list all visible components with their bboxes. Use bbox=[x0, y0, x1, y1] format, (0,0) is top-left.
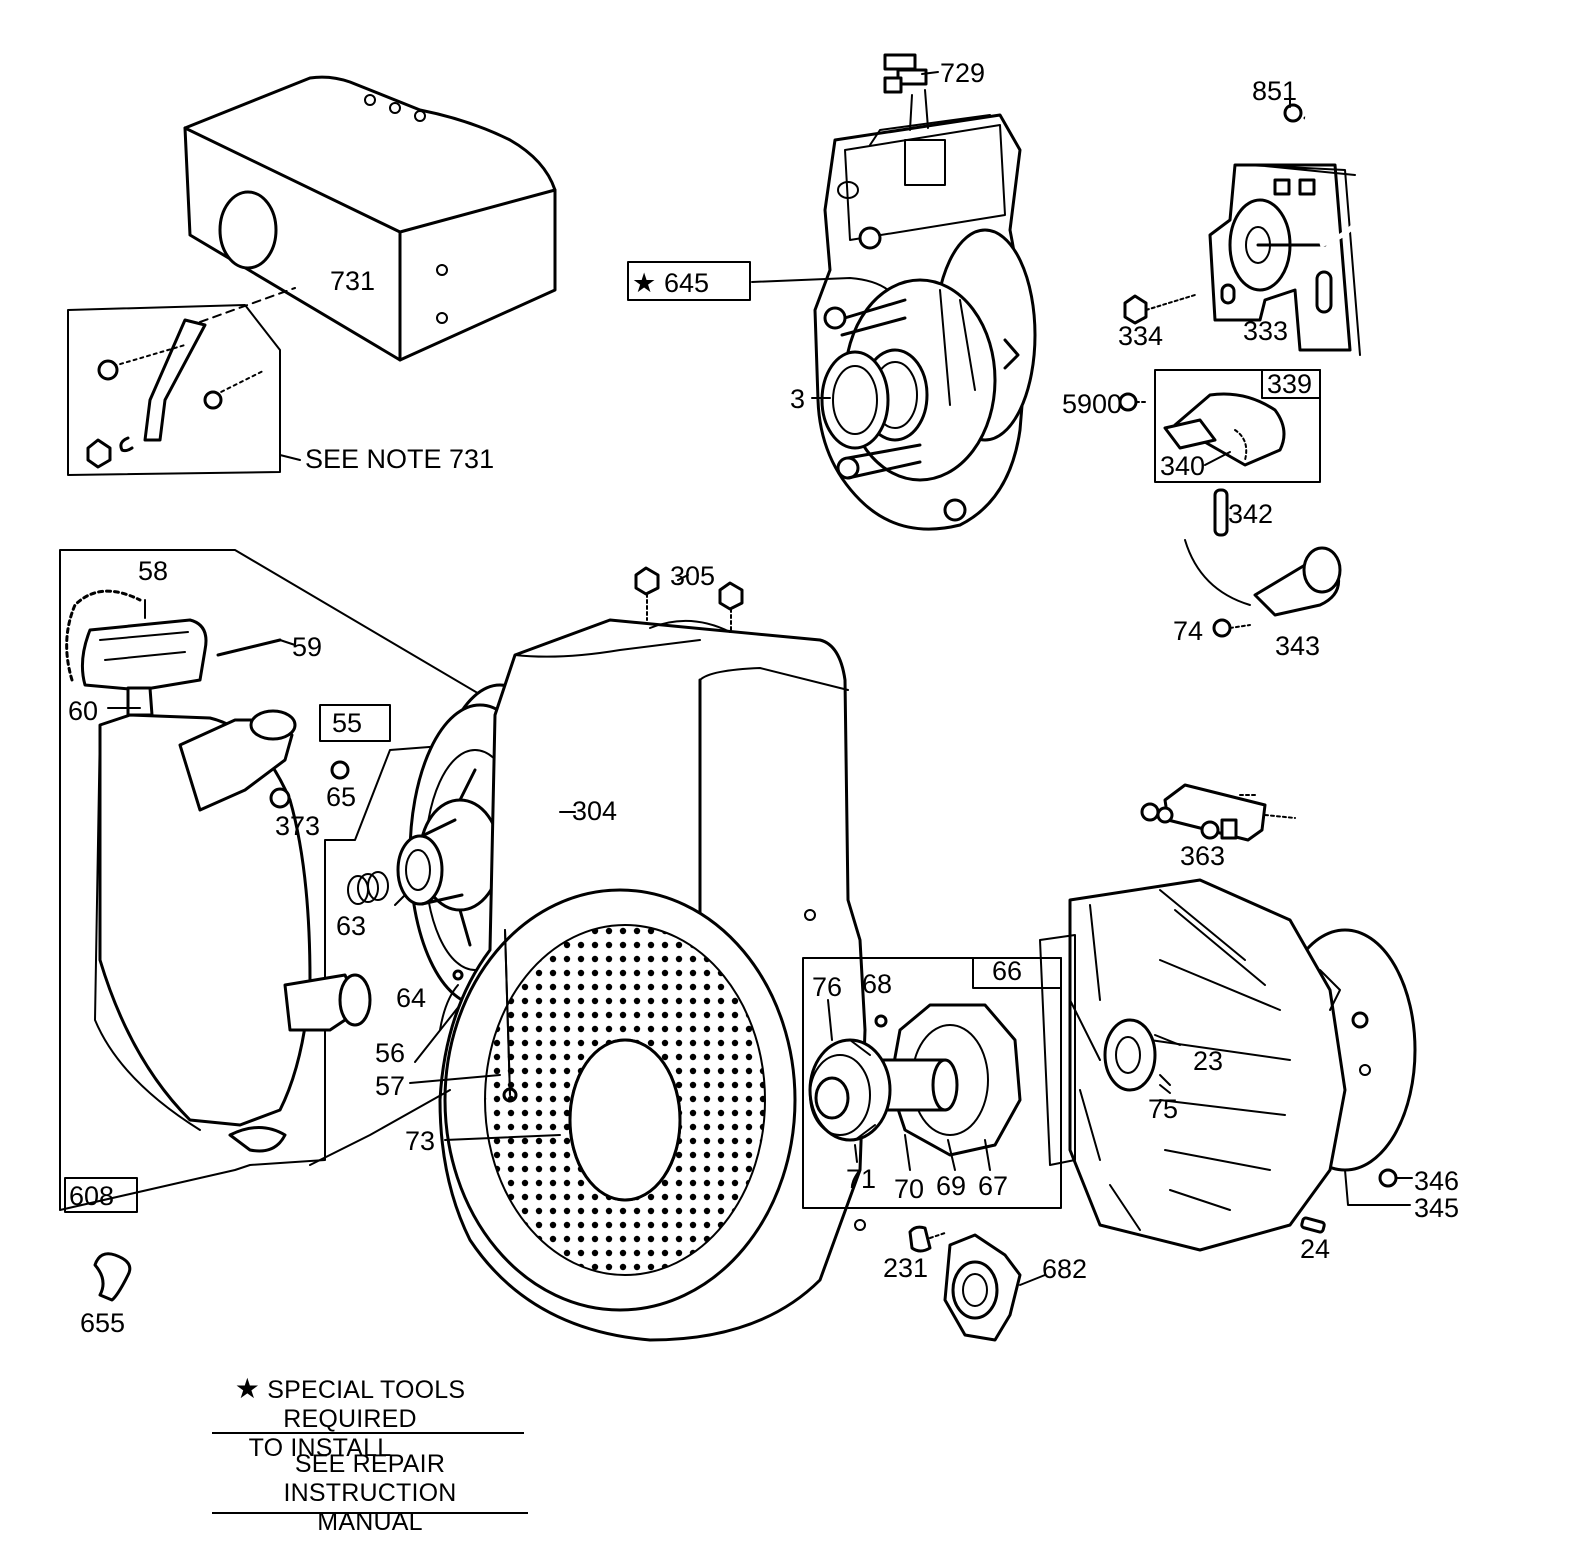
repair-manual-note: SEE REPAIR INSTRUCTION MANUAL bbox=[205, 1450, 535, 1537]
label-58: 58 bbox=[138, 556, 168, 586]
label-65: 65 bbox=[326, 782, 356, 812]
label-729: 729 bbox=[940, 58, 985, 88]
leader-645 bbox=[751, 277, 889, 291]
part-63-spring bbox=[347, 871, 389, 905]
label-see-note-731: SEE NOTE 731 bbox=[305, 444, 494, 474]
label-373: 373 bbox=[275, 811, 320, 841]
part-339-box bbox=[1118, 369, 1321, 483]
label-57: 57 bbox=[375, 1071, 405, 1101]
label-5900: 5900 bbox=[1062, 389, 1122, 419]
part-flywheel bbox=[1039, 878, 1417, 1252]
label-24: 24 bbox=[1300, 1234, 1330, 1264]
label-304: 304 bbox=[572, 796, 617, 826]
star-icon: ★ bbox=[234, 1373, 261, 1404]
label-655: 655 bbox=[80, 1308, 125, 1338]
label-73: 73 bbox=[405, 1126, 435, 1156]
label-682: 682 bbox=[1042, 1254, 1087, 1284]
label-339: 339 bbox=[1267, 369, 1312, 399]
label-55: 55 bbox=[332, 708, 362, 738]
part-66-clutch-box bbox=[802, 957, 1062, 1209]
label-59: 59 bbox=[292, 632, 322, 662]
part-682-plate bbox=[943, 1233, 1046, 1342]
label-56: 56 bbox=[375, 1038, 405, 1068]
label-69: 69 bbox=[936, 1171, 966, 1201]
part-363-bracket bbox=[1140, 783, 1296, 842]
label-345: 345 bbox=[1414, 1193, 1459, 1223]
part-731-hardware-box bbox=[67, 287, 301, 476]
label-60: 60 bbox=[68, 696, 98, 726]
repair-line1: SEE REPAIR INSTRUCTION bbox=[283, 1450, 457, 1507]
part-231-screw bbox=[908, 1225, 946, 1253]
label-63: 63 bbox=[336, 911, 366, 941]
part-342-343-stop-switch bbox=[1184, 488, 1342, 638]
label-851: 851 bbox=[1252, 76, 1297, 106]
part-58-60-starter-handle bbox=[65, 589, 296, 717]
special-tools-note: ★ SPECIAL TOOLS REQUIRED TO INSTALL bbox=[170, 1372, 530, 1463]
leader-345 bbox=[1344, 1169, 1411, 1206]
part-608-rewind-starter-box bbox=[59, 549, 521, 1213]
part-731-shroud bbox=[183, 75, 557, 362]
label-74: 74 bbox=[1173, 616, 1203, 646]
label-68: 68 bbox=[862, 969, 892, 999]
label-645: 645 bbox=[664, 268, 709, 298]
leader-75 bbox=[1159, 1084, 1171, 1094]
part-73-screen bbox=[485, 925, 765, 1275]
label-340: 340 bbox=[1160, 451, 1205, 481]
part-729-clip bbox=[883, 53, 928, 94]
label-3: 3 bbox=[790, 384, 805, 414]
label-231: 231 bbox=[883, 1253, 928, 1283]
part-645-label-box bbox=[627, 261, 751, 301]
label-333: 333 bbox=[1243, 316, 1288, 346]
star-icon: ★ bbox=[632, 268, 656, 298]
label-64: 64 bbox=[396, 983, 426, 1013]
label-23: 23 bbox=[1193, 1046, 1223, 1076]
leaders-left bbox=[107, 574, 689, 1166]
part-645-crankcase-cover bbox=[813, 89, 1037, 531]
part-labels: 729 851 731 SEE NOTE 731 ★ 645 3 334 333… bbox=[68, 58, 1459, 1338]
label-66: 66 bbox=[992, 956, 1022, 986]
part-655-key bbox=[93, 1252, 132, 1302]
label-346: 346 bbox=[1414, 1166, 1459, 1196]
special-tools-line1: SPECIAL TOOLS REQUIRED bbox=[267, 1376, 466, 1433]
part-56-57-pieces bbox=[452, 929, 511, 1096]
leader-729 bbox=[921, 71, 939, 75]
label-342: 342 bbox=[1228, 499, 1273, 529]
label-75: 75 bbox=[1148, 1094, 1178, 1124]
label-608: 608 bbox=[69, 1181, 114, 1211]
label-343: 343 bbox=[1275, 631, 1320, 661]
label-731: 731 bbox=[330, 266, 375, 296]
part-305-screws bbox=[634, 566, 744, 633]
label-67: 67 bbox=[978, 1171, 1008, 1201]
label-71: 71 bbox=[846, 1164, 876, 1194]
part-334-screw bbox=[1123, 294, 1196, 325]
label-334: 334 bbox=[1118, 321, 1163, 351]
label-70: 70 bbox=[894, 1174, 924, 1204]
special-tools-line2: TO INSTALL bbox=[248, 1434, 392, 1462]
part-333-ignition-armature bbox=[1208, 103, 1379, 356]
part-starter-housing bbox=[94, 709, 372, 1153]
part-24-key bbox=[1300, 1216, 1326, 1234]
label-305: 305 bbox=[670, 561, 715, 591]
label-76: 76 bbox=[812, 972, 842, 1002]
label-363: 363 bbox=[1180, 841, 1225, 871]
